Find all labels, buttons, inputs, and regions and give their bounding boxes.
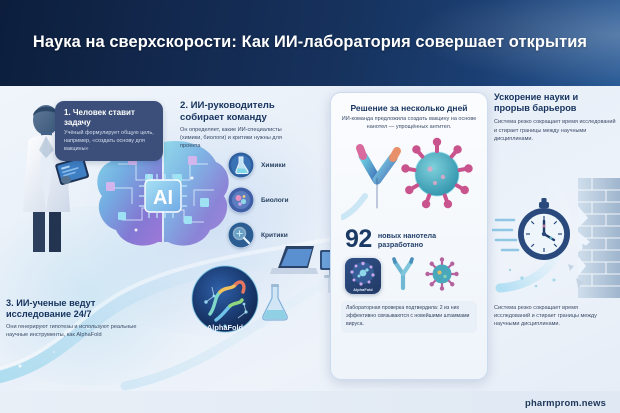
right-column-body: Система резко сокращает время исследован… [494, 119, 616, 142]
role-label-chemists: Химики [261, 161, 286, 169]
stat-label: новых нанотела разработано [377, 230, 437, 249]
stat-number: 92 [345, 225, 372, 254]
role-list: Химики Биологи [228, 152, 324, 257]
right-column-repeat-body: Система резко сокращает время исследован… [494, 305, 597, 328]
callout-step-3-heading: 3. ИИ-ученые ведут исследование 24/7 [6, 298, 96, 320]
ai-brain-icon: AI [97, 140, 229, 246]
poster-header: Наука на сверхскорости: Как ИИ-лаборатор… [0, 0, 620, 86]
poster-body: AI [0, 86, 620, 391]
role-label-critics: Критики [261, 231, 288, 239]
callout-step-1-heading: 1. Человек ставит задачу [64, 108, 135, 127]
antibody-mini-icon [388, 256, 418, 296]
callout-step-2-body: Он определяет, какие ИИ-специалисты (хим… [180, 127, 282, 150]
result-card-note: Лабораторная проверка подтвердила: 2 из … [341, 301, 477, 333]
cell-icon [228, 187, 254, 213]
stopwatch-breaking-wall-icon [492, 178, 620, 298]
role-item-biologists[interactable]: Биологи [228, 187, 324, 213]
alphafold-orb-label: AlphaFold [207, 323, 244, 332]
callout-step-1[interactable]: 1. Человек ставит задачу Учёный формулир… [55, 101, 163, 162]
antibody-virus-illustration-icon [338, 137, 473, 222]
virus-mini-icon [425, 256, 459, 296]
callout-step-3[interactable]: 3. ИИ-ученые ведут исследование 24/7 Они… [6, 298, 138, 339]
callout-step-1-body: Учёный формулирует общую цель, например,… [64, 130, 154, 152]
right-column-heading: Ускорение науки и прорыв барьеров [494, 92, 579, 114]
alphafold-tile[interactable]: AlphaFold [345, 258, 381, 295]
role-label-biologists: Биологи [261, 196, 289, 204]
magnifier-icon [228, 222, 254, 248]
right-column-bottom[interactable]: Система резко сокращает время исследован… [494, 304, 612, 328]
result-card-subheading: ИИ-команда предложила создать вакцину на… [341, 116, 477, 131]
callout-step-2-heading: 2. ИИ-руководитель собирает команду [180, 100, 275, 123]
role-item-critics[interactable]: Критики [228, 222, 324, 248]
flask-accent-icon [262, 284, 288, 321]
alphafold-orb-icon: AlphaFold [191, 265, 259, 333]
stat-block: 92 новых нанотела разработано [345, 227, 477, 252]
watermark: pharmprom.news [525, 396, 606, 408]
alphafold-tile-label: AlphaFold [353, 287, 373, 292]
callout-step-3-body: Они генерируют гипотезы и используют реа… [6, 324, 137, 339]
page-title: Наука на сверхскорости: Как ИИ-лаборатор… [32, 33, 588, 52]
mini-icon-row: AlphaFold [345, 256, 477, 296]
callout-step-2[interactable]: 2. ИИ-руководитель собирает команду Он о… [180, 100, 298, 150]
result-card[interactable]: Решение за несколько дней ИИ-команда пре… [330, 92, 488, 380]
role-item-chemists[interactable]: Химики [228, 152, 324, 178]
right-column-top[interactable]: Ускорение науки и прорыв барьеров Систем… [494, 92, 616, 143]
flask-icon [228, 152, 254, 178]
result-card-heading: Решение за несколько дней [350, 103, 468, 113]
poster-footer [0, 391, 620, 413]
brain-chip-label: AI [153, 187, 173, 209]
